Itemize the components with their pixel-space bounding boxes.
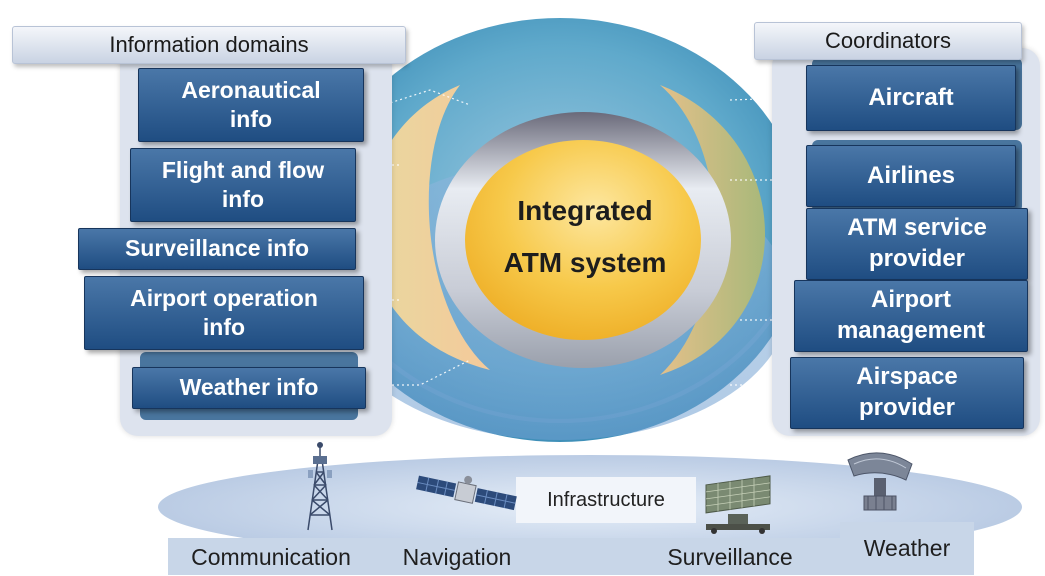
caption-surveillance: Surveillance bbox=[667, 544, 793, 570]
infrastructure-caption-band bbox=[168, 538, 974, 575]
info-domain-aeronautical: Aeronautical info bbox=[138, 68, 364, 142]
antenna-tower-icon bbox=[307, 442, 333, 531]
information-domains-header: Information domains bbox=[12, 26, 406, 64]
caption-communication: Communication bbox=[191, 544, 351, 570]
info-domain-surveillance: Surveillance info bbox=[78, 228, 356, 270]
info-domain-airport-operation: Airport operation info bbox=[84, 276, 364, 350]
info-domain-flight-and-flow: Flight and flow info bbox=[130, 148, 356, 222]
caption-navigation: Navigation bbox=[402, 544, 512, 570]
coordinator-atm-service-provider: ATM service provider bbox=[806, 208, 1028, 280]
infrastructure-label: Infrastructure bbox=[516, 477, 696, 523]
radar-icon bbox=[705, 475, 771, 534]
coordinator-airport-management: Airport management bbox=[794, 280, 1028, 352]
coordinators-header: Coordinators bbox=[754, 22, 1022, 60]
integrated-atm-system-label: Integrated ATM system bbox=[503, 195, 667, 278]
coordinator-airlines: Airlines bbox=[806, 145, 1016, 207]
satellite-icon bbox=[416, 475, 517, 511]
coordinator-airspace-provider: Airspace provider bbox=[790, 357, 1024, 429]
caption-weather: Weather bbox=[840, 522, 974, 574]
weather-radar-dish-icon bbox=[847, 452, 913, 511]
coordinator-aircraft: Aircraft bbox=[806, 65, 1016, 131]
info-domain-weather: Weather info bbox=[132, 367, 366, 409]
